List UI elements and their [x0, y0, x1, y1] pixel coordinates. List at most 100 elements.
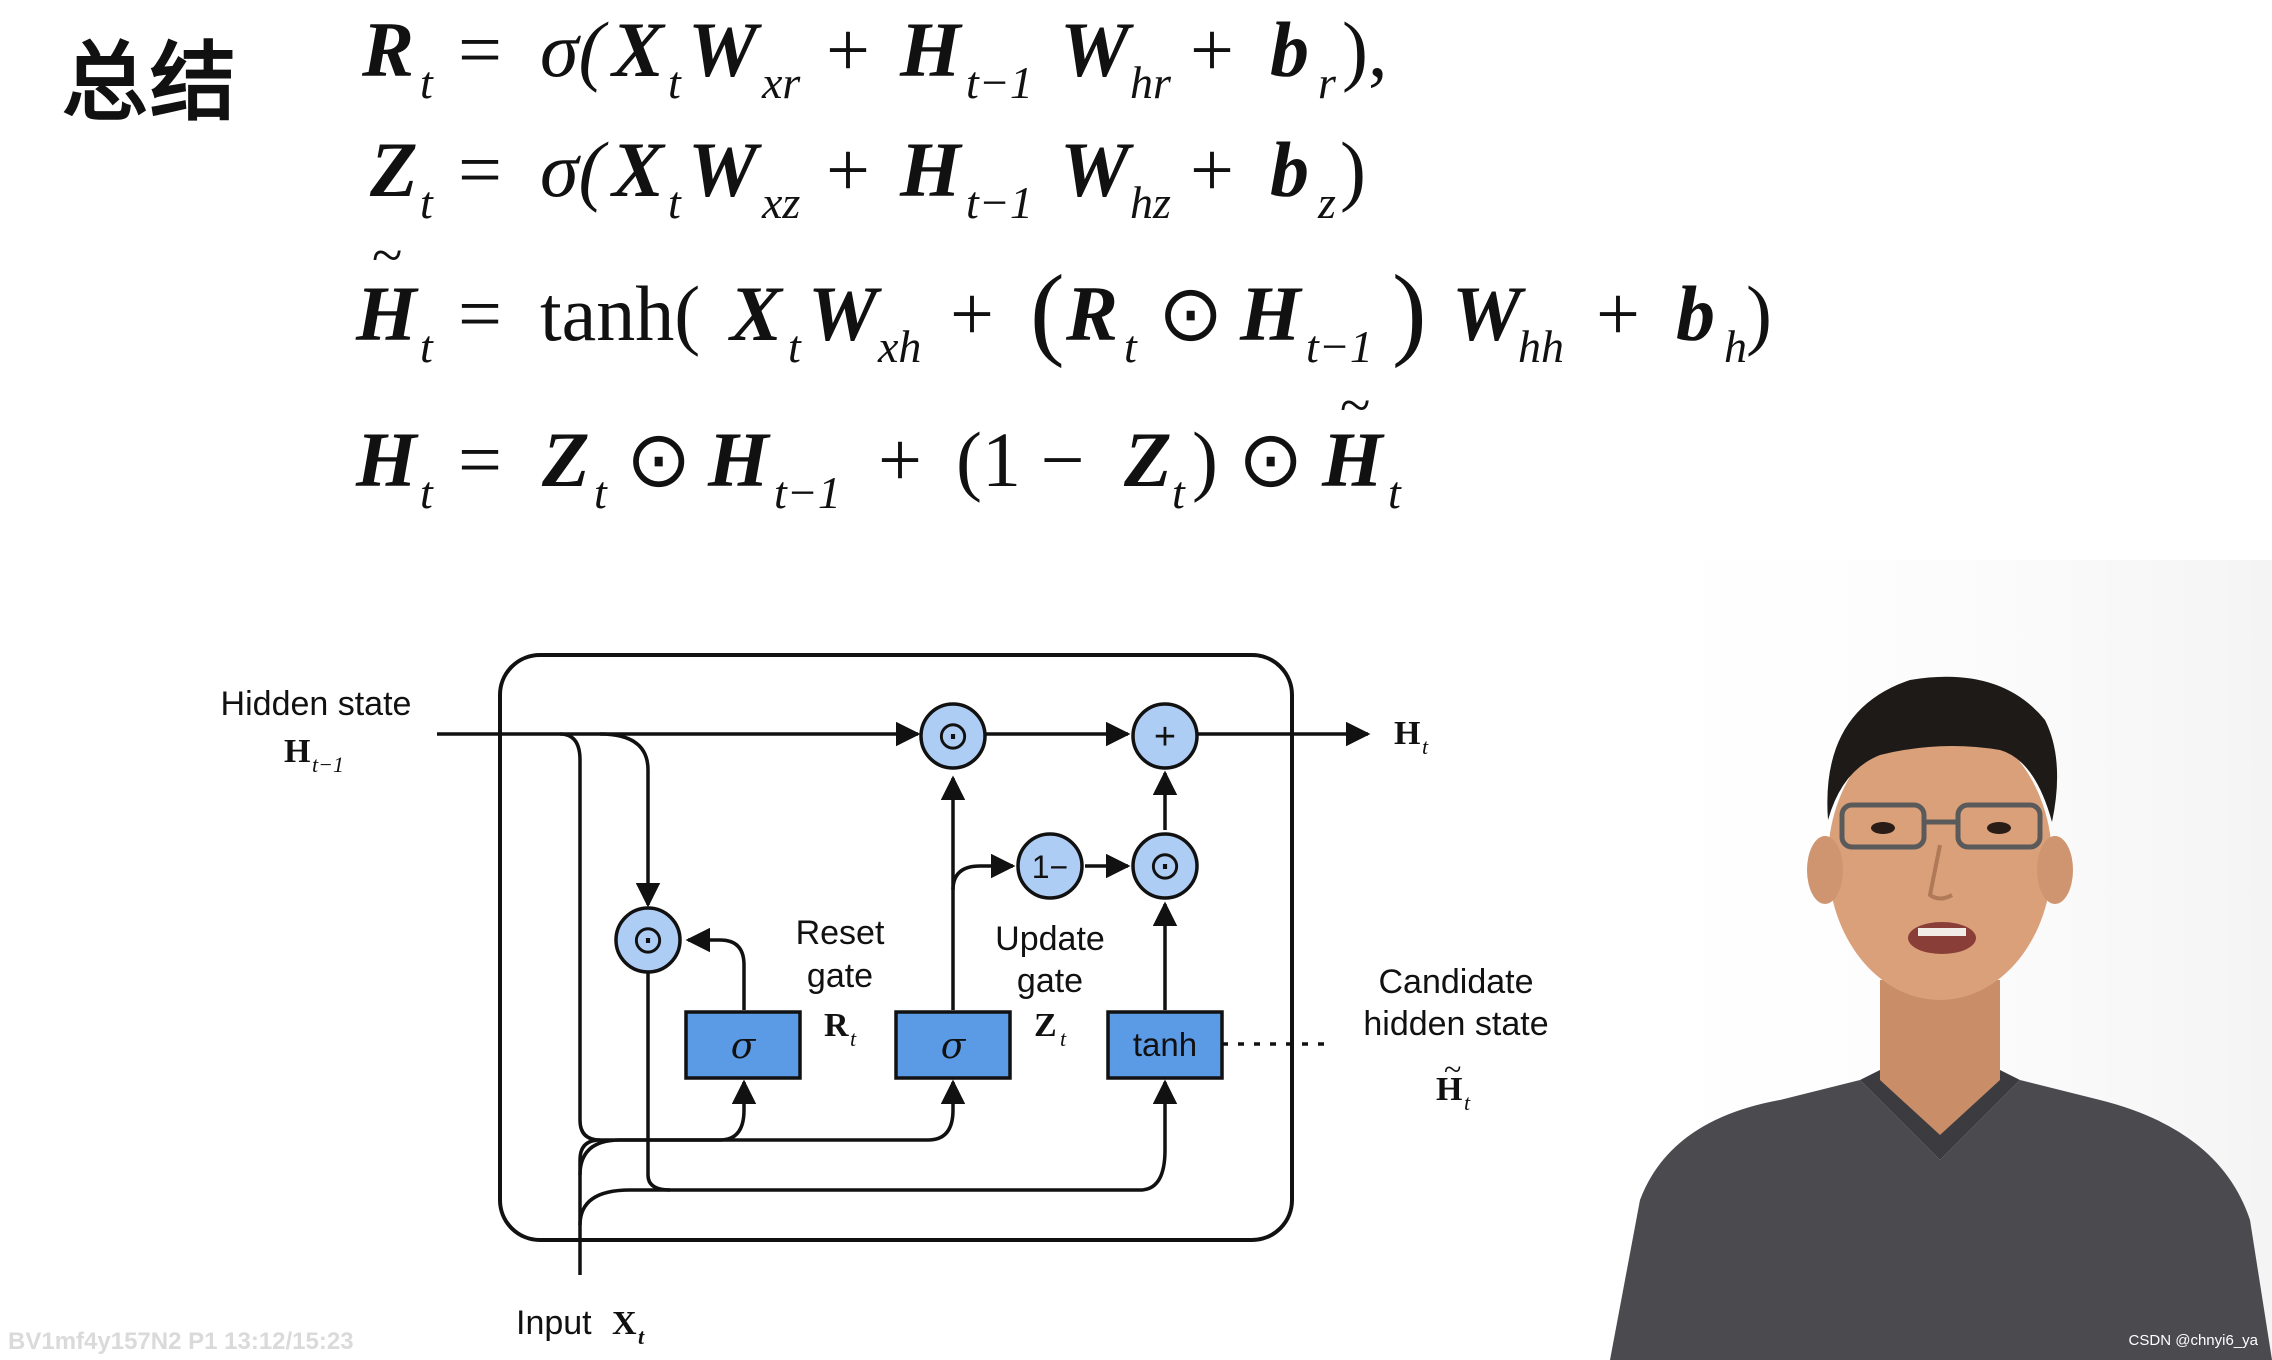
- svg-text:H: H: [899, 6, 963, 93]
- svg-text:tanh(: tanh(: [540, 270, 700, 357]
- update-gate-label-line1: Update: [995, 920, 1105, 958]
- slide-title: 总结: [62, 33, 238, 133]
- svg-text:): ): [1192, 416, 1218, 503]
- svg-text:H: H: [707, 416, 771, 503]
- svg-text:t: t: [420, 321, 434, 372]
- svg-text:t: t: [594, 467, 608, 518]
- input-to-tanh: [578, 1079, 1178, 1226]
- candidate-symbol: H: [1436, 1071, 1462, 1108]
- reset-gate-box: [684, 1010, 802, 1080]
- lower-multiply-node: [1131, 832, 1199, 900]
- svg-text:Z: Z: [1123, 416, 1172, 503]
- candidate-subscript: t: [1464, 1090, 1471, 1115]
- candidate-label-line2: hidden state: [1363, 1005, 1548, 1043]
- svg-text:W: W: [1060, 6, 1134, 93]
- svg-text:X: X: [728, 270, 784, 357]
- hidden-state-subscript: t−1: [312, 752, 344, 777]
- svg-text:b: b: [1270, 126, 1309, 213]
- presenter-video: [1580, 560, 2272, 1360]
- svg-text:H: H: [355, 416, 419, 503]
- gru-cell-diagram: ⊙ ⊙ + 1− ⊙ σ σ tanh Hidden state Reset g…: [221, 653, 1549, 1349]
- svg-text:t: t: [420, 467, 434, 518]
- svg-text:~: ~: [372, 225, 402, 287]
- reset-multiply-node: [614, 906, 682, 974]
- reset-gate-sigma: σ: [731, 1026, 757, 1067]
- presenter-right-eye: [1987, 822, 2011, 834]
- update-gate-box: [894, 1010, 1012, 1080]
- svg-text:t: t: [668, 57, 682, 108]
- svg-text:X: X: [610, 6, 666, 93]
- svg-text:H: H: [355, 270, 419, 357]
- plus-symbol: +: [1154, 716, 1176, 758]
- svg-text:+: +: [878, 416, 922, 503]
- gru-equations: R t = σ( X t W xr + H t−1 W hr + b r ), …: [355, 6, 1772, 518]
- equation-reset-gate: R t = σ( X t W xr + H t−1 W hr + b r ),: [361, 6, 1387, 108]
- svg-text:xr: xr: [761, 57, 801, 108]
- reset-gate-label-line1: Reset: [796, 914, 885, 952]
- svg-text:): ): [1392, 254, 1427, 369]
- input-line: [578, 1138, 601, 1275]
- hidden-to-reset-multiply: [599, 732, 661, 908]
- presenter-left-ear: [1807, 836, 1843, 904]
- input-subscript: t: [638, 1324, 645, 1349]
- equation-candidate-state: ~ H t = tanh( X t W xh + ( R t ⊙ H t−1 )…: [355, 225, 1772, 372]
- presenter-right-ear: [2037, 836, 2073, 904]
- svg-text:+: +: [1190, 126, 1234, 213]
- top-multiply-symbol: ⊙: [936, 714, 970, 758]
- svg-text:r: r: [1318, 57, 1337, 108]
- presenter-nose: [1927, 844, 1954, 901]
- presenter-mouth: [1908, 922, 1976, 954]
- svg-text:hz: hz: [1130, 177, 1171, 228]
- svg-text:H: H: [1239, 270, 1303, 357]
- reset-symbol: R: [824, 1007, 849, 1044]
- svg-text:t−1: t−1: [774, 467, 841, 518]
- hidden-state-label: Hidden state: [221, 685, 412, 723]
- svg-text:xz: xz: [761, 177, 800, 228]
- reset-multiply-to-tanh: [646, 973, 671, 1192]
- output-symbol: H: [1394, 715, 1420, 752]
- svg-text:=: =: [458, 6, 502, 93]
- glasses-icon: [1839, 802, 2043, 850]
- svg-text:t−1: t−1: [966, 177, 1033, 228]
- update-subscript: t: [1060, 1026, 1067, 1051]
- svg-text:hr: hr: [1130, 57, 1172, 108]
- svg-text:σ(: σ(: [540, 6, 608, 93]
- svg-text:X: X: [610, 126, 666, 213]
- svg-text:z: z: [1317, 177, 1336, 228]
- svg-text:t: t: [420, 177, 434, 228]
- lower-multiply-symbol: ⊙: [1148, 844, 1182, 888]
- svg-text:): ): [1746, 270, 1772, 357]
- hidden-to-reset-gate: [559, 732, 757, 1142]
- svg-text:t−1: t−1: [966, 57, 1033, 108]
- svg-text:W: W: [688, 126, 762, 213]
- credit-watermark: CSDN @chnyi6_ya: [2128, 1332, 2258, 1349]
- presenter-hair: [1827, 676, 2058, 822]
- update-gate-label-line2: gate: [1017, 962, 1083, 1000]
- svg-text:W: W: [688, 6, 762, 93]
- svg-text:+: +: [826, 6, 870, 93]
- svg-text:t: t: [420, 57, 434, 108]
- svg-text:~: ~: [1340, 375, 1370, 437]
- svg-text:): ): [1340, 126, 1366, 213]
- svg-text:t: t: [1172, 467, 1186, 518]
- candidate-tilde: ~: [1444, 1051, 1461, 1087]
- svg-text:),: ),: [1342, 6, 1387, 93]
- svg-text:W: W: [1060, 126, 1134, 213]
- input-symbol: X: [612, 1305, 637, 1342]
- reset-gate-output: [685, 927, 746, 1010]
- one-minus-node: [1016, 832, 1084, 900]
- tanh-box: [1106, 1010, 1224, 1080]
- presenter-shirt: [1610, 1080, 2272, 1360]
- svg-text:b: b: [1676, 270, 1715, 357]
- svg-text:(: (: [1030, 254, 1065, 369]
- svg-text:H: H: [899, 126, 963, 213]
- equation-update-gate: Z t = σ( X t W xz + H t−1 W hz + b z ): [369, 126, 1366, 228]
- svg-text:t: t: [1388, 467, 1402, 518]
- svg-text:hh: hh: [1518, 321, 1564, 372]
- presenter-teeth: [1918, 928, 1966, 936]
- presenter-left-eye: [1871, 822, 1895, 834]
- svg-text:(1 −: (1 −: [956, 416, 1084, 503]
- svg-text:xh: xh: [877, 321, 921, 372]
- svg-text:b: b: [1270, 6, 1309, 93]
